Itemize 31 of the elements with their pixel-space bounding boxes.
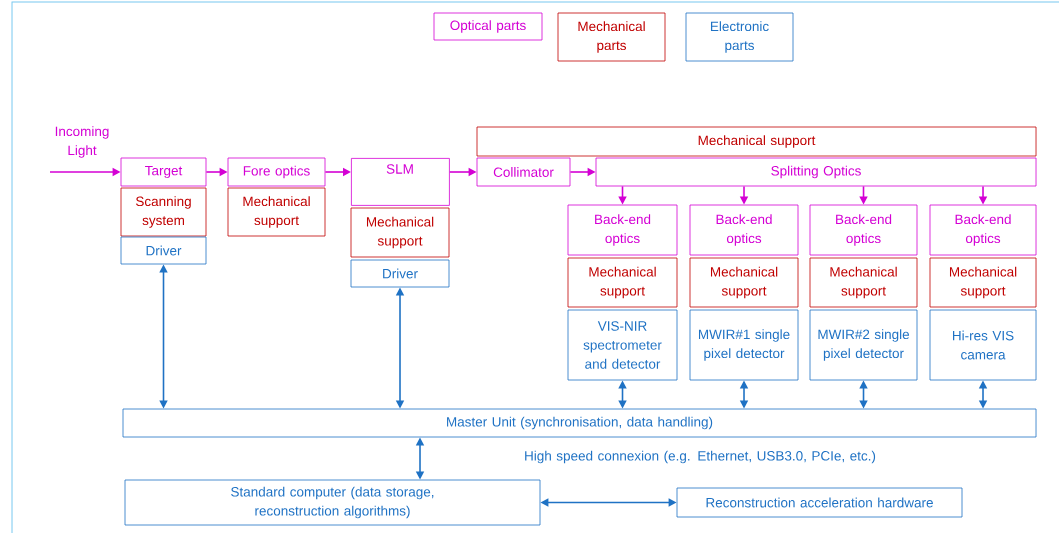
optics-box: Target [120, 157, 207, 187]
mechanical-box: Scanning system [120, 187, 207, 237]
electronics-box: Driver [120, 236, 207, 265]
optics-box: Back-end optics [567, 204, 678, 256]
mechanical-box: Mechanical support [350, 207, 450, 258]
optics-box: Collimator [476, 157, 571, 187]
mechanical-box: Mechanical support [689, 257, 799, 308]
mechanical-box: Mechanical support [809, 257, 918, 308]
optics-box: SLM [351, 158, 450, 206]
electronics-box: Hi-res VIS camera [929, 309, 1037, 381]
legend-entry: Electronic parts [685, 12, 794, 62]
electronics-box: Reconstruction acceleration hardware [676, 487, 963, 518]
legend-entry: Optical parts [433, 12, 543, 41]
mechanical-box: Mechanical support [567, 257, 678, 308]
electronics-box: MWIR#1 single pixel detector [689, 309, 799, 381]
text-label: High speed connexion (e.g. Ethernet, USB3.0, PCIe, etc.) [525, 450, 876, 464]
electronics-box: Standard computer (data storage, reconstruction algorithms) [124, 479, 541, 526]
optics-box: Fore optics [227, 157, 326, 187]
text-label: Incoming Light [55, 126, 109, 158]
optics-box: Back-end optics [929, 204, 1037, 256]
electronics-box: VIS-NIR spectrometer and detector [567, 309, 678, 381]
optics-box: Back-end optics [809, 204, 918, 256]
mechanical-box: Mechanical support [227, 187, 326, 237]
electronics-box: MWIR#2 single pixel detector [809, 309, 918, 381]
electronics-box: Driver [350, 259, 450, 288]
optics-box: Splitting Optics [595, 157, 1037, 187]
mechanical-box: Mechanical support [929, 257, 1037, 308]
optics-box: Back-end optics [689, 204, 799, 256]
mechanical-box: Mechanical support [476, 126, 1037, 157]
legend-entry: Mechanical parts [557, 12, 666, 62]
electronics-box: Master Unit (synchronisation, data handling) [122, 408, 1037, 438]
